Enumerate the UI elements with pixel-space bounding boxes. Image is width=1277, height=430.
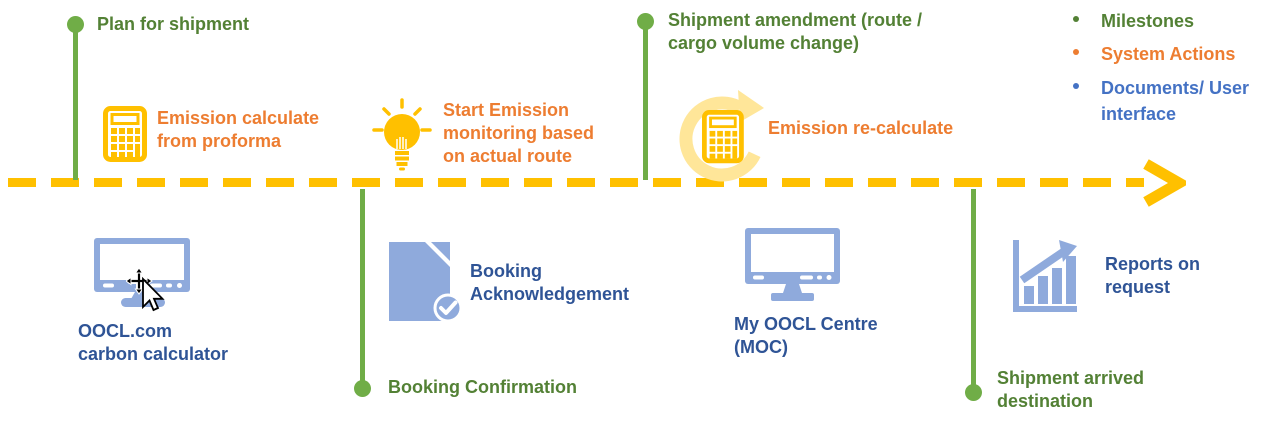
legend-label-documents: Documents/ User interface [1101,78,1250,124]
document-label-booking-acknowledgement: Booking Acknowledgement [470,261,630,304]
lightbulb-icon [372,98,432,171]
timeline-arrow-icon [1143,159,1186,207]
milestone-line-arrived [971,189,976,389]
milestone-dot-plan [67,16,84,33]
milestone-line-amendment [643,21,648,180]
recalculate-icon [679,90,764,182]
milestone-line-booking-confirmation [360,189,365,387]
milestone-label-amendment: Shipment amendment (route / cargo volume… [668,10,923,53]
system-action-label-monitoring: Start Emission monitoring based on actua… [443,100,595,166]
document-label-reports: Reports on request [1105,254,1201,297]
legend-label-milestones: Milestones [1101,11,1195,31]
monitor-icon [745,228,840,301]
legend-bullet-milestones-icon [1073,16,1079,22]
legend-label-system-actions: System Actions [1101,44,1236,64]
calculator-icon [103,106,147,162]
legend-item-system-actions: System Actions [1073,41,1235,67]
legend-item-milestones: Milestones [1073,8,1194,34]
milestone-label-booking-confirmation: Booking Confirmation [388,377,577,397]
cursor-icon [126,268,165,312]
milestone-dot-arrived [965,384,982,401]
legend-item-documents: Documents/ User interface [1073,75,1249,127]
legend-bullet-documents-icon [1073,83,1079,89]
system-action-label-recalculate: Emission re-calculate [768,118,954,138]
document-check-icon [389,242,463,323]
document-label-my-oocl-centre: My OOCL Centre (MOC) [734,314,878,357]
system-action-label-calculate: Emission calculate from proforma [157,108,320,151]
milestone-label-plan: Plan for shipment [97,14,250,34]
legend-bullet-system-actions-icon [1073,49,1079,55]
milestone-line-plan [73,24,78,180]
document-label-oocl-carbon-calculator: OOCL.com carbon calculator [78,321,229,364]
milestone-dot-booking-confirmation [354,380,371,397]
milestone-dot-amendment [637,13,654,30]
timeline-axis [8,178,1144,187]
bar-chart-icon [1013,240,1077,312]
milestone-label-arrived: Shipment arrived destination [997,368,1145,411]
